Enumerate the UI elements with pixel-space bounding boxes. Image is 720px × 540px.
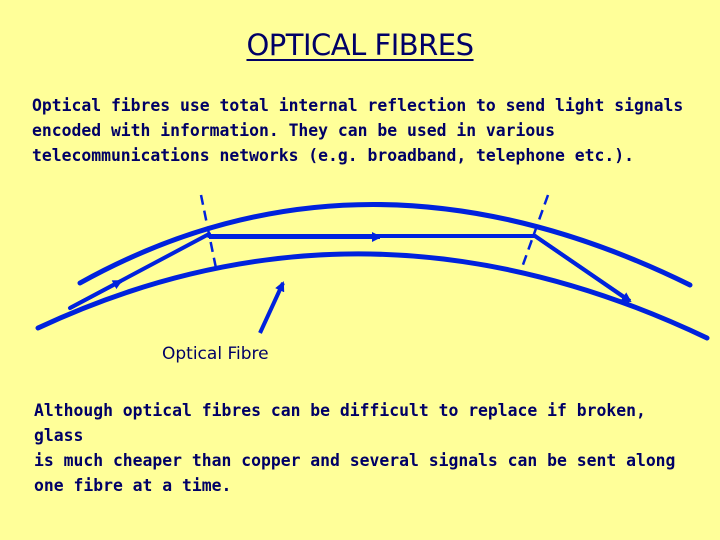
fibre-inner-wall [35, 251, 710, 341]
outro-paragraph: Although optical fibres can be difficult… [34, 401, 676, 495]
fibre-outer-wall [77, 202, 693, 288]
slide-title: OPTICAL FIBRES [246, 28, 474, 62]
optical-fibre-label: Optical Fibre [162, 344, 269, 364]
label-pointer-arrow [258, 281, 285, 334]
intro-paragraph: Optical fibres use total internal reflec… [32, 96, 684, 165]
incoming-ray-arrow [69, 279, 123, 310]
outgoing-ray-arrow [533, 234, 632, 303]
